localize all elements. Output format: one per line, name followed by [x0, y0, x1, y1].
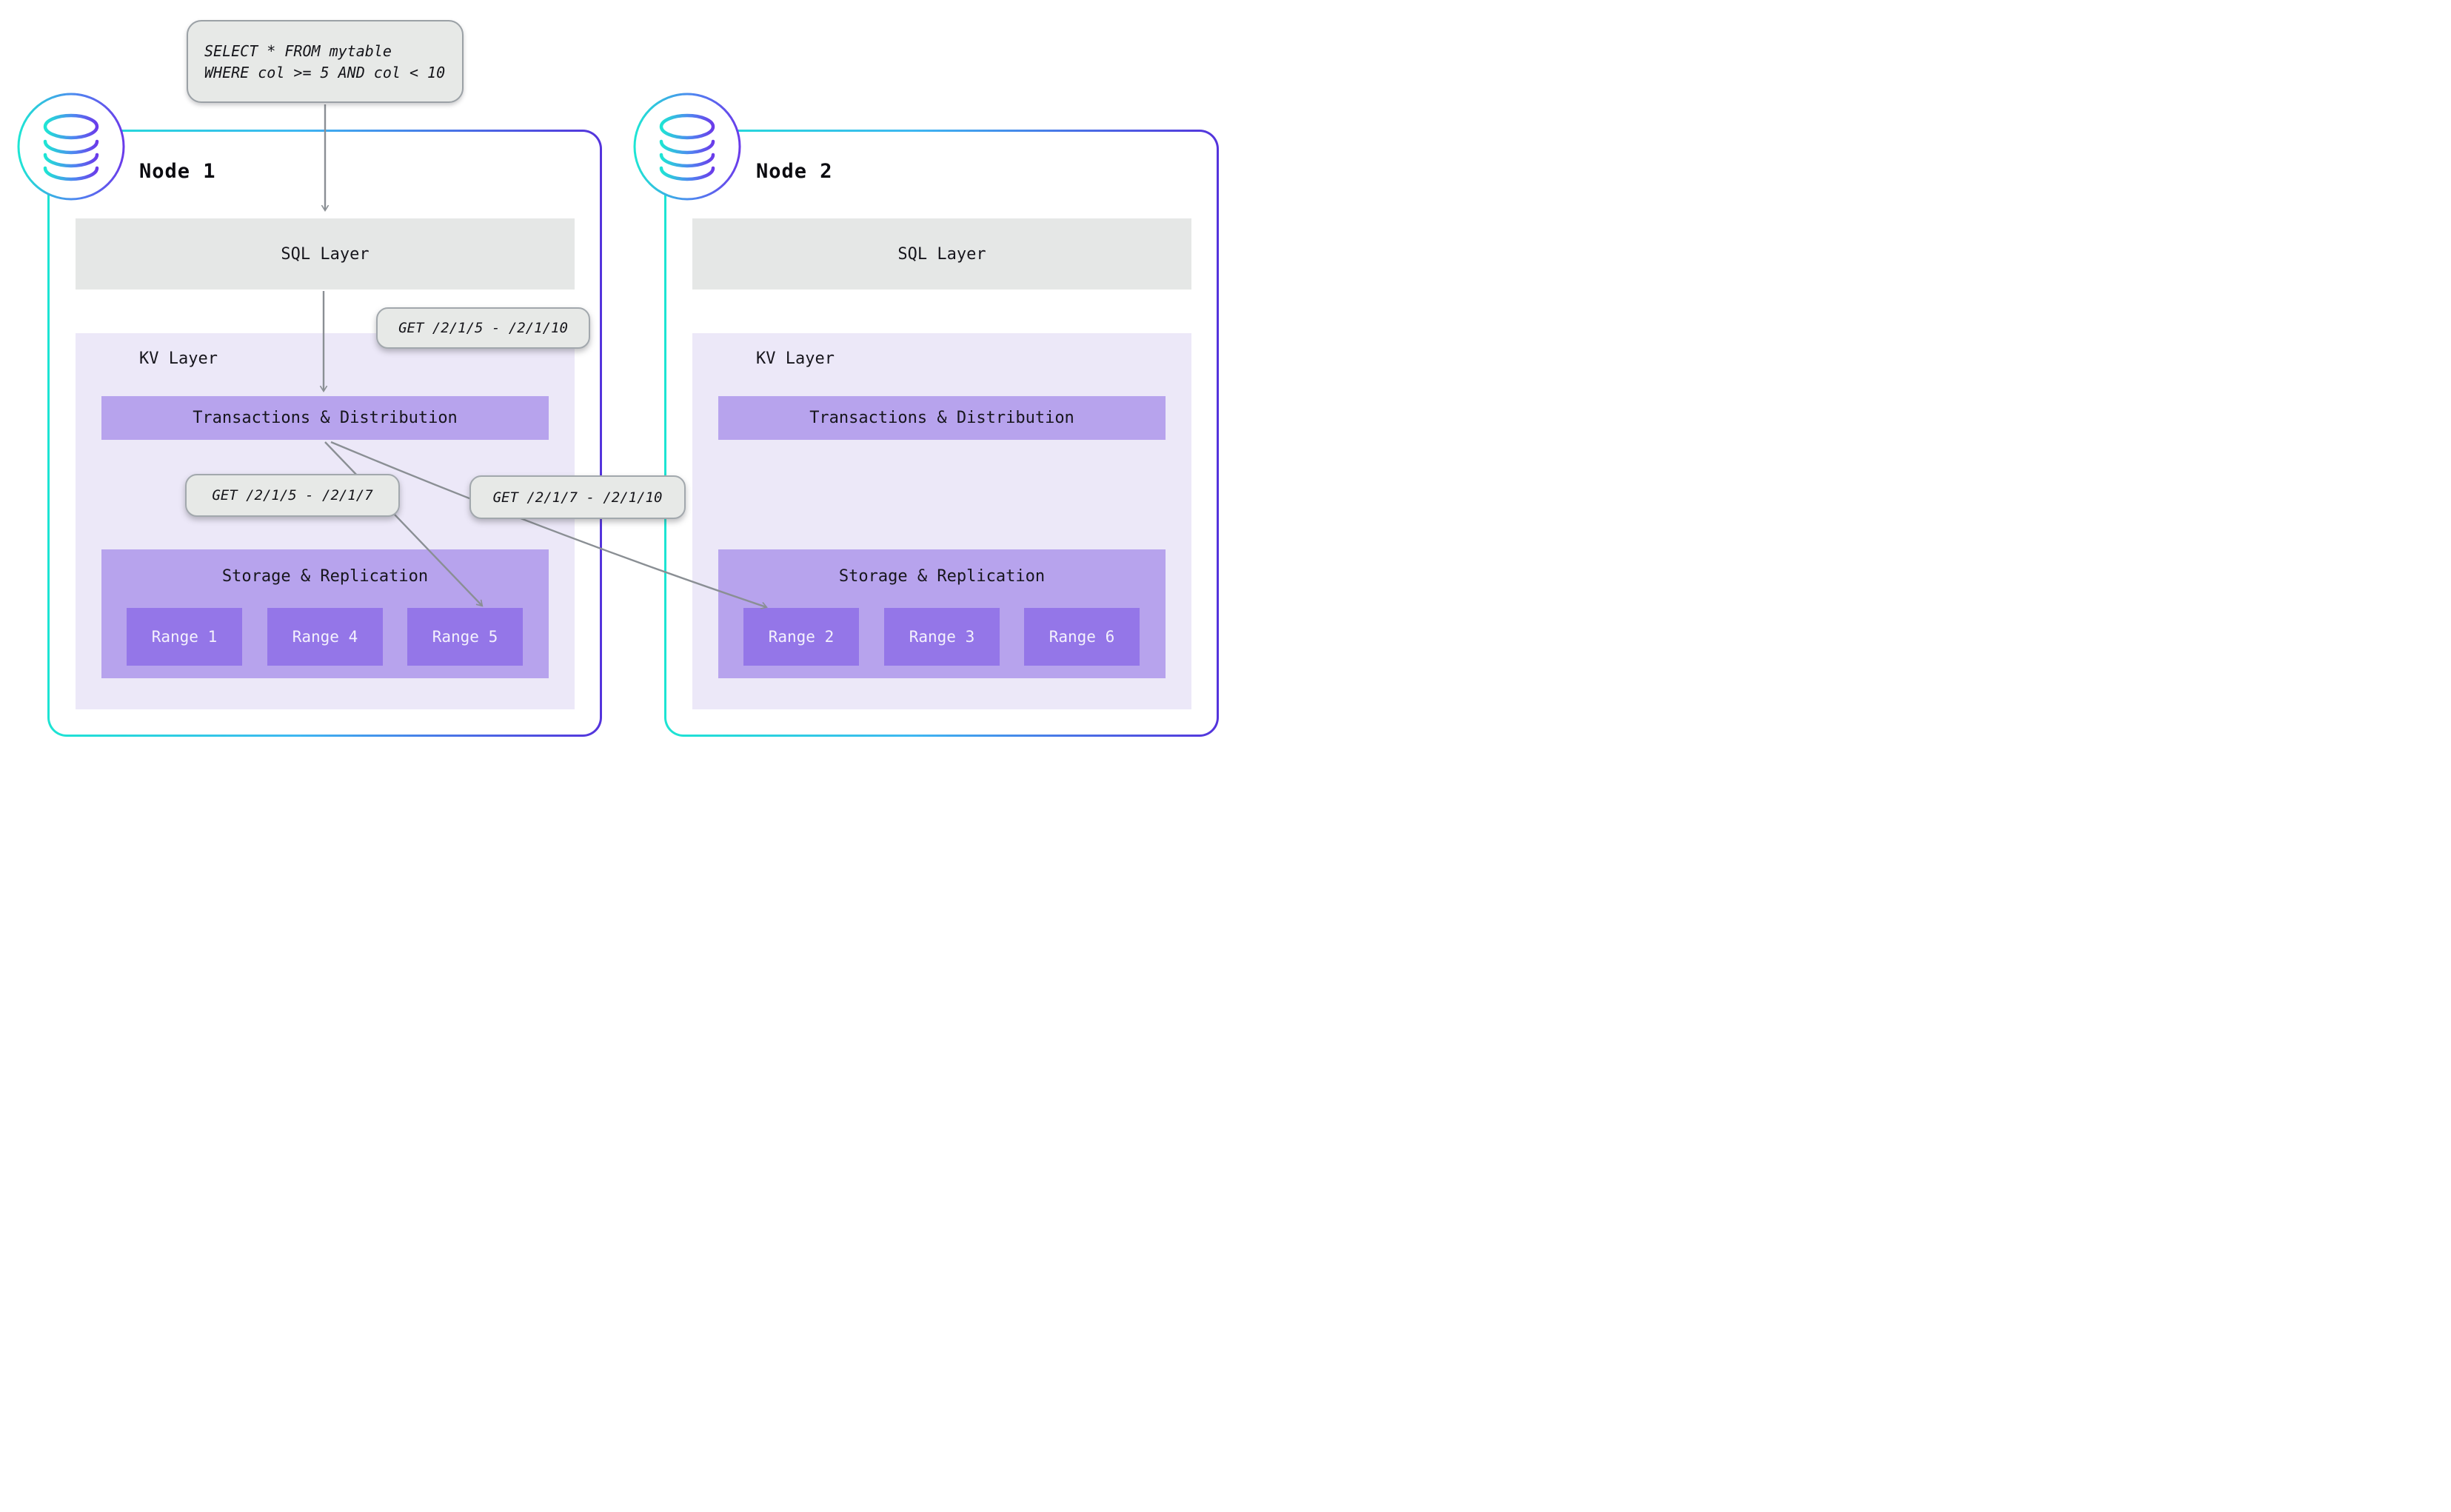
range-box: Range 2	[743, 608, 859, 666]
node-2-box: Node 2 SQL Layer KV Layer Transactions &…	[664, 130, 1219, 737]
node-1-transactions-distribution: Transactions & Distribution	[101, 396, 549, 440]
node-1-box: Node 1 SQL Layer KV Layer Transactions &…	[47, 130, 602, 737]
transactions-label: Transactions & Distribution	[193, 409, 458, 427]
sql-query-callout: SELECT * FROM mytable WHERE col >= 5 AND…	[187, 20, 464, 103]
node-1-title: Node 1	[139, 160, 216, 183]
sql-layer-label: SQL Layer	[897, 244, 986, 264]
get-request-callout-remote: GET /2/1/7 - /2/1/10	[469, 475, 686, 519]
sql-layer-label: SQL Layer	[281, 244, 370, 264]
database-icon	[633, 93, 741, 201]
range-box: Range 4	[267, 608, 383, 666]
node-1-kv-layer: KV Layer Transactions & Distribution Sto…	[76, 333, 575, 709]
transactions-label: Transactions & Distribution	[809, 409, 1074, 427]
range-box: Range 1	[127, 608, 242, 666]
get-request-callout-full-span: GET /2/1/5 - /2/1/10	[376, 307, 590, 349]
architecture-diagram: SELECT * FROM mytable WHERE col >= 5 AND…	[0, 0, 1226, 756]
kv-layer-label: KV Layer	[756, 349, 835, 368]
sql-query-line-1: SELECT * FROM mytable	[204, 41, 392, 60]
node-2-sql-layer: SQL Layer	[692, 218, 1191, 290]
node-1-body: Node 1 SQL Layer KV Layer Transactions &…	[50, 132, 600, 735]
node-2-body: Node 2 SQL Layer KV Layer Transactions &…	[666, 132, 1217, 735]
database-icon	[17, 93, 125, 201]
node-2-transactions-distribution: Transactions & Distribution	[718, 396, 1166, 440]
get-request-callout-local: GET /2/1/5 - /2/1/7	[185, 474, 400, 517]
node-2-title: Node 2	[756, 160, 833, 183]
range-box: Range 3	[884, 608, 1000, 666]
node-2-kv-layer: KV Layer Transactions & Distribution Sto…	[692, 333, 1191, 709]
get-request-text: GET /2/1/5 - /2/1/7	[212, 487, 373, 504]
range-box: Range 5	[407, 608, 523, 666]
range-box: Range 6	[1024, 608, 1140, 666]
sql-query-line-2: WHERE col >= 5 AND col < 10	[204, 63, 446, 81]
node-1-sql-layer: SQL Layer	[76, 218, 575, 290]
kv-layer-label: KV Layer	[139, 349, 218, 368]
storage-label: Storage & Replication	[221, 567, 429, 586]
get-request-text: GET /2/1/5 - /2/1/10	[398, 320, 568, 336]
get-request-text: GET /2/1/7 - /2/1/10	[492, 489, 663, 506]
node-1-storage-replication: Storage & Replication Range 1 Range 4 Ra…	[101, 549, 549, 678]
node-2-storage-replication: Storage & Replication Range 2 Range 3 Ra…	[718, 549, 1166, 678]
storage-label: Storage & Replication	[838, 567, 1046, 586]
